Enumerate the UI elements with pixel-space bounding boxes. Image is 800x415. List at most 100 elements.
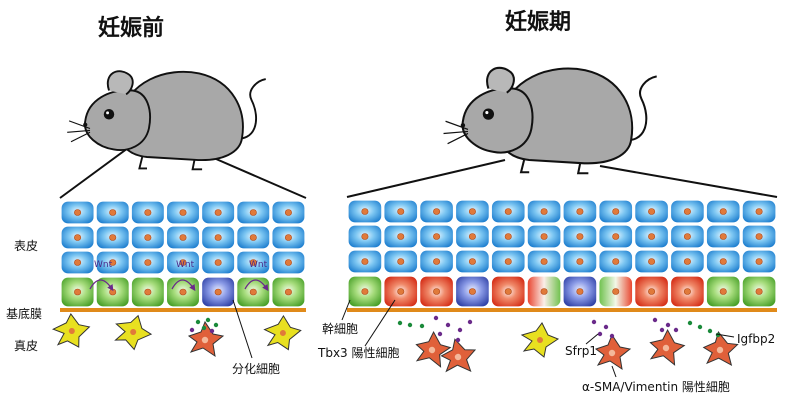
melanocyte-nucleus: [68, 328, 75, 335]
wnt-label-2: Wnt: [176, 260, 195, 270]
melanocyte: [520, 322, 560, 358]
factor-dot-purple: [665, 322, 671, 328]
fibroblast: [702, 331, 739, 367]
wnt-arrow: [89, 279, 114, 292]
epidermal-cell-nucleus: [179, 209, 187, 216]
differentiated-basal-cell-nucleus: [576, 288, 584, 295]
wnt-arrow: [171, 279, 196, 292]
wnt-arrow: [244, 279, 269, 292]
epidermal-cell-nucleus: [648, 233, 656, 240]
mouse-body: [496, 67, 634, 165]
epidermal-cell-nucleus: [361, 233, 369, 240]
epidermal-cell-nucleus: [504, 208, 512, 215]
differentiated-basal-cell-nucleus: [214, 288, 222, 296]
zoom-line: [599, 165, 778, 198]
annotation-fibroblast: α-SMA/Vimentin 陽性細胞: [582, 380, 730, 394]
factor-dot-purple: [437, 331, 443, 337]
basal-stem-cell-nucleus: [284, 288, 292, 296]
leader-tbx3-cell: [364, 299, 396, 347]
epidermal-cell-nucleus: [179, 259, 187, 266]
factor-dot-green: [195, 319, 201, 325]
wnt-label-3: Wnt: [249, 260, 268, 270]
epidermal-cell-nucleus: [540, 258, 548, 265]
epidermal-cell-nucleus: [683, 258, 691, 265]
epidermal-cell-nucleus: [109, 234, 117, 241]
epidermal-cell-nucleus: [433, 233, 441, 240]
epidermal-cell-nucleus: [214, 209, 222, 216]
epidermal-cell-nucleus: [284, 259, 292, 266]
factor-dot-purple: [209, 328, 215, 334]
basement-membrane-right: [347, 308, 777, 312]
factor-dot-purple: [659, 327, 665, 333]
transitioning-cell-nucleus: [612, 288, 620, 295]
mouse-eye: [103, 109, 115, 120]
tbx3-positive-cell-nucleus: [433, 288, 441, 295]
mouse-whiskers: [443, 120, 469, 145]
epidermal-cell-nucleus: [249, 259, 257, 266]
factor-dot-green: [407, 322, 413, 328]
epidermal-cell-nucleus: [214, 234, 222, 241]
epidermal-cell-nucleus: [468, 208, 476, 215]
tbx3-positive-cell-nucleus: [504, 288, 512, 295]
factor-dot-purple: [457, 327, 463, 333]
fibroblast-nucleus: [662, 344, 670, 352]
basal-stem-cell-nucleus: [719, 288, 727, 295]
mouse-eye-glint: [106, 111, 109, 115]
epidermal-cell-nucleus: [683, 208, 691, 215]
epidermal-cell-nucleus: [179, 234, 187, 241]
label-dermis: 真皮: [14, 339, 39, 353]
basal-stem-cell-nucleus: [361, 288, 369, 295]
epidermal-cell-nucleus: [433, 208, 441, 215]
basal-stem-cell-nucleus: [109, 288, 117, 296]
fibroblast-nucleus: [201, 336, 209, 344]
leader-fibroblast: [611, 365, 617, 378]
mouse-whiskers: [67, 120, 91, 143]
factor-dot-purple: [673, 327, 679, 333]
epidermal-cell-nucleus: [109, 209, 117, 216]
differentiated-basal-cell-nucleus: [468, 288, 476, 295]
melanocyte-nucleus: [279, 330, 286, 337]
fibroblast: [440, 338, 477, 373]
melanocyte: [263, 314, 302, 351]
epidermal-cell-nucleus: [612, 258, 620, 265]
title-during-pregnancy: 妊娠期: [505, 10, 572, 35]
basal-stem-cell-nucleus: [249, 288, 257, 296]
mouse-tail: [232, 78, 266, 140]
mouse-before-pregnancy: [67, 70, 266, 171]
epidermal-cell-nucleus: [144, 234, 152, 241]
mouse-feet: [519, 159, 589, 175]
title-before-pregnancy: 妊娠前: [98, 16, 165, 41]
annotation-tbx3-cell: Tbx3 陽性細胞: [318, 346, 400, 360]
epidermal-cell-nucleus: [468, 258, 476, 265]
fibroblast-nucleus: [428, 346, 436, 354]
basal-stem-cell-nucleus: [144, 288, 152, 296]
factor-dot-purple: [189, 327, 195, 333]
factor-dot-green: [697, 324, 703, 330]
epidermal-cell-nucleus: [719, 208, 727, 215]
mouse-ear: [486, 66, 515, 94]
factor-dot-purple: [433, 315, 439, 321]
zoom-line: [346, 159, 506, 198]
melanocyte: [114, 314, 153, 351]
zoom-line: [59, 147, 129, 199]
epidermal-cell-nucleus: [109, 259, 117, 266]
zoom-line: [199, 151, 307, 199]
factor-dot-purple: [455, 337, 461, 343]
melanocyte: [51, 312, 91, 348]
epidermal-cell-nucleus: [468, 233, 476, 240]
factor-dot-green: [397, 320, 403, 326]
leader-differentiated-cell: [232, 299, 253, 359]
factor-dot-green: [419, 323, 425, 329]
epidermal-cell-nucleus: [74, 259, 82, 266]
fibroblast: [594, 333, 632, 371]
epidermal-cell-nucleus: [540, 208, 548, 215]
factor-dot-purple: [467, 319, 473, 325]
mouse-feet: [138, 156, 203, 171]
epidermal-cell-nucleus: [74, 234, 82, 241]
mouse-tail: [620, 75, 657, 142]
mouse-nose: [83, 122, 88, 127]
epidermal-cell-nucleus: [612, 233, 620, 240]
mouse-head: [84, 89, 151, 151]
epidermal-cell-nucleus: [755, 208, 763, 215]
annotation-differentiated-cell: 分化細胞: [232, 362, 281, 376]
